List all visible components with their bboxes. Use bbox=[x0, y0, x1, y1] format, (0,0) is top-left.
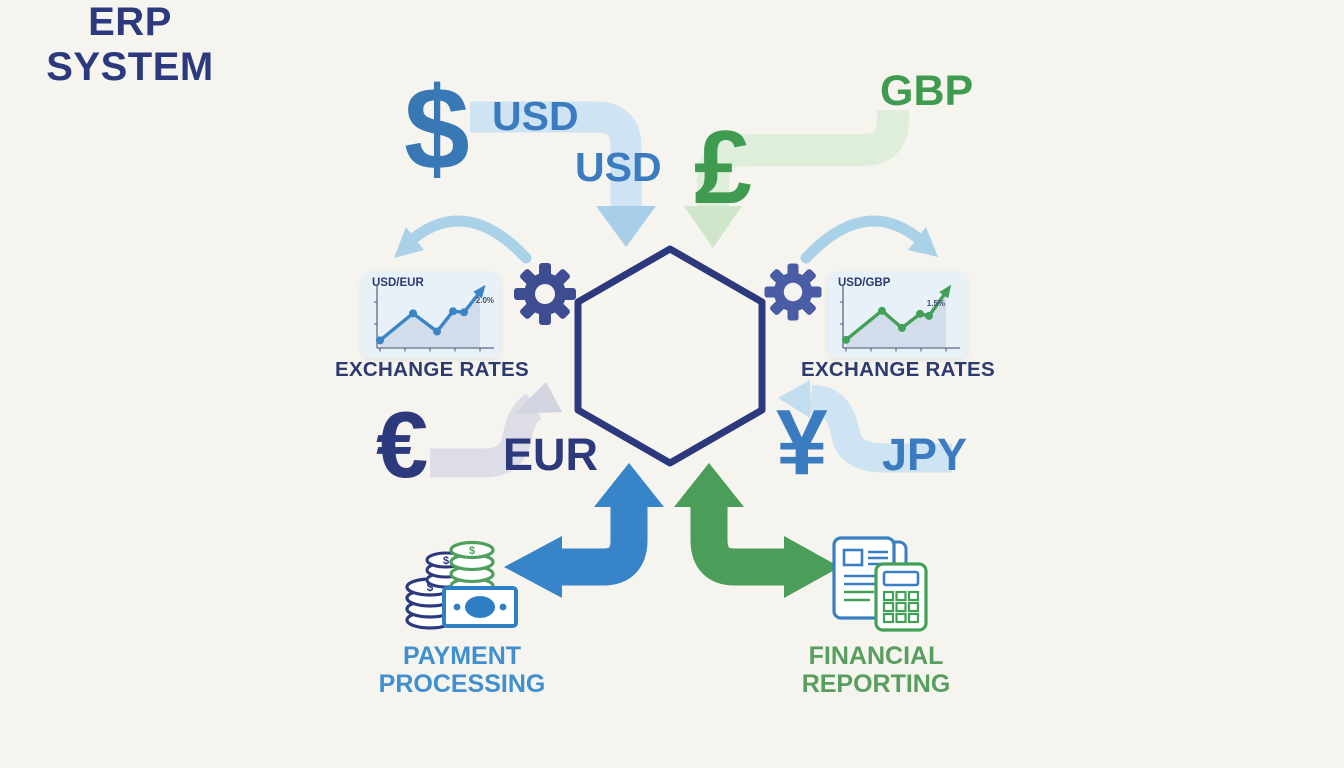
eur-flow-arrow bbox=[430, 382, 562, 478]
exchange-rates-caption-right: EXCHANGE RATES bbox=[800, 358, 996, 381]
calculator-icon bbox=[874, 562, 928, 632]
svg-text:$: $ bbox=[443, 555, 449, 567]
sync-arc-left-icon bbox=[394, 215, 532, 264]
payment-processing-label: PAYMENT PROCESSING bbox=[352, 642, 572, 698]
financial-label-line2: REPORTING bbox=[801, 670, 951, 698]
usd-label: USD bbox=[492, 93, 579, 139]
chart-change-left: 2.0% bbox=[475, 296, 494, 305]
usd-gbp-chart-panel: USD/GBP 1.5% bbox=[828, 272, 967, 358]
exchange-rates-caption-left: EXCHANGE RATES bbox=[334, 358, 530, 381]
chart-change-right: 1.5% bbox=[926, 299, 945, 308]
reporting-flow-arrow bbox=[674, 463, 840, 598]
dollar-sign-icon: $ bbox=[404, 63, 470, 195]
payment-label-line1: PAYMENT bbox=[402, 642, 522, 670]
jpy-flow-arrow bbox=[778, 380, 952, 473]
gbp-flow-arrow bbox=[684, 110, 909, 248]
svg-text:$: $ bbox=[469, 545, 475, 557]
gbp-label: GBP bbox=[880, 67, 974, 115]
usd-gbp-chart bbox=[840, 284, 960, 352]
svg-text:$: $ bbox=[427, 580, 434, 594]
usd-flow-arrow bbox=[470, 101, 656, 247]
jpy-label: JPY bbox=[882, 429, 968, 480]
gear-icon-left bbox=[514, 263, 576, 325]
chart-title-left: USD/EUR bbox=[372, 277, 424, 289]
chart-title-right: USD/GBP bbox=[838, 277, 891, 289]
payment-flow-arrow bbox=[504, 463, 664, 598]
erp-hexagon bbox=[574, 245, 766, 467]
usd-eur-chart-panel: USD/EUR 2.0% bbox=[362, 272, 500, 358]
eur-label: EUR bbox=[503, 429, 599, 480]
yen-sign-icon: ¥ bbox=[776, 390, 828, 494]
usd-eur-chart bbox=[374, 284, 494, 352]
euro-sign-icon: € bbox=[376, 392, 429, 497]
erp-title-line1: ERP bbox=[88, 0, 172, 44]
erp-system-title: ERP SYSTEM bbox=[0, 0, 260, 90]
financial-label-line1: FINANCIAL bbox=[808, 642, 944, 670]
erp-title-line2: SYSTEM bbox=[46, 44, 214, 89]
pound-sign-icon: £ bbox=[694, 110, 752, 226]
banknote-icon bbox=[442, 586, 518, 628]
payment-label-line2: PROCESSING bbox=[378, 670, 546, 698]
sync-arc-right-icon bbox=[800, 215, 938, 264]
financial-reporting-label: FINANCIAL REPORTING bbox=[766, 642, 986, 698]
usd-flow-label: USD bbox=[575, 144, 662, 190]
gear-icon-right bbox=[764, 263, 822, 321]
